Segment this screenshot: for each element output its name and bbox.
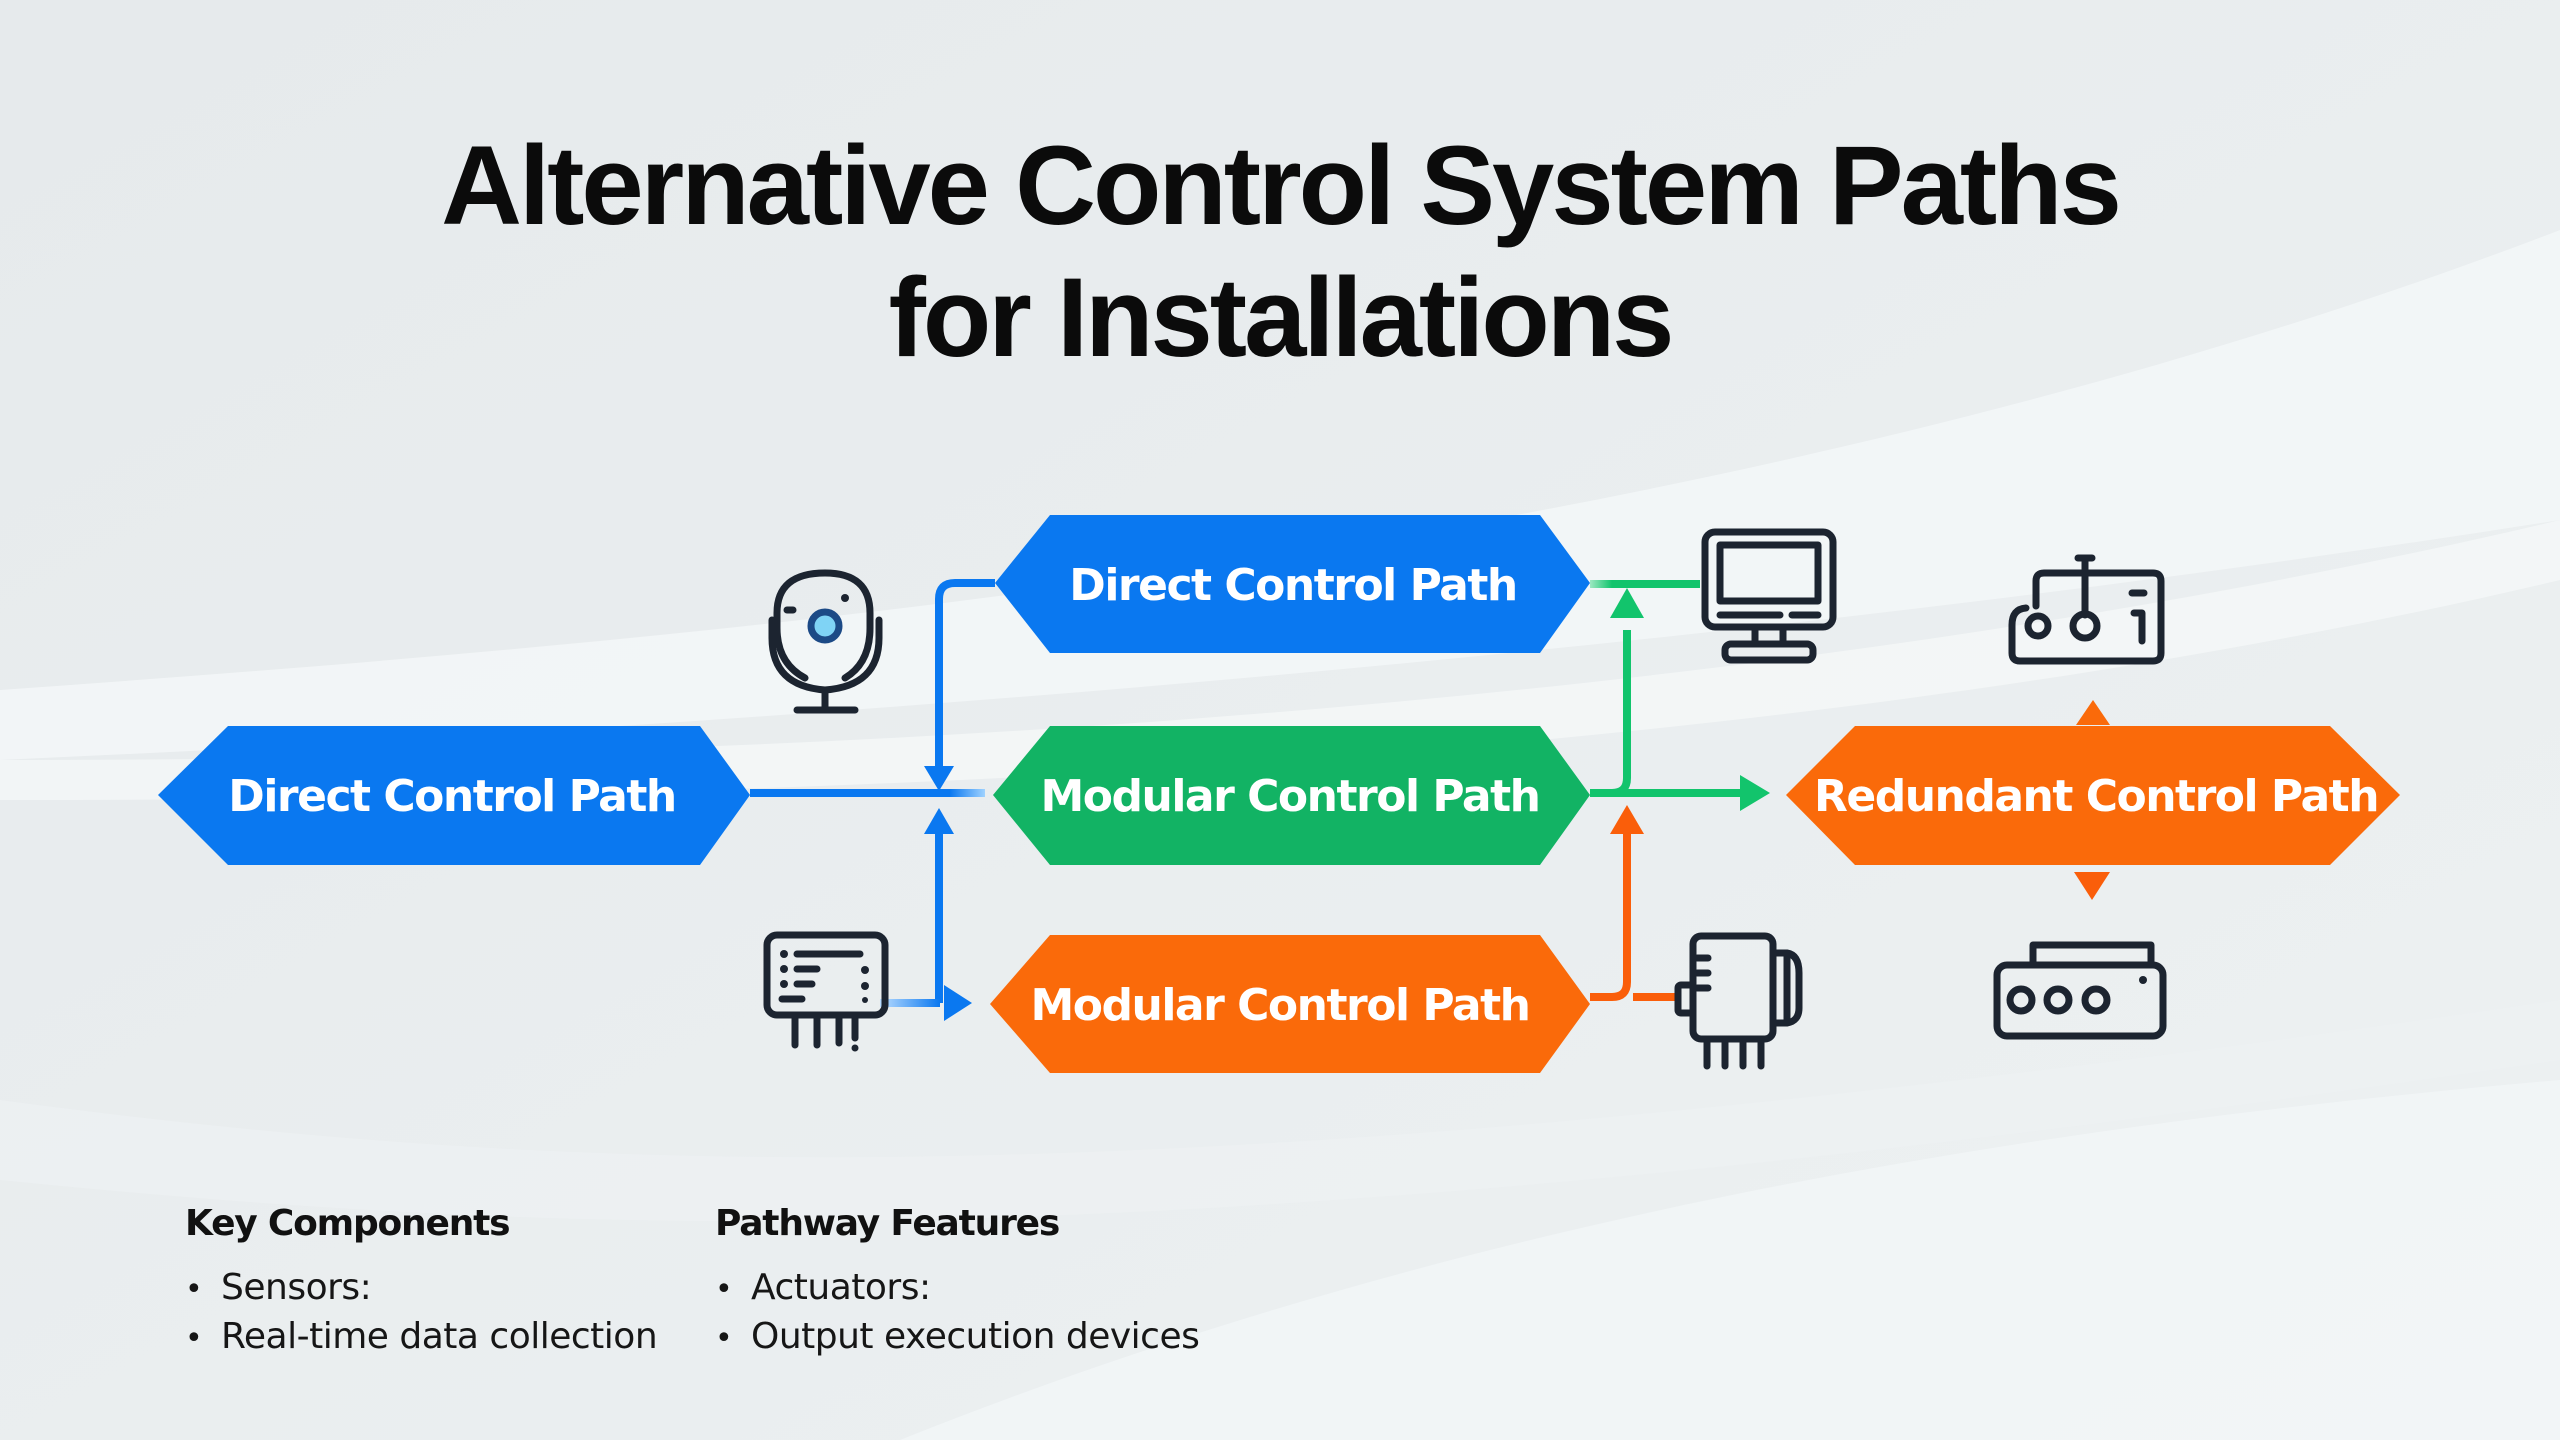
remote-control-icon — [2008, 554, 2165, 665]
legend-list: • Sensors: • Real-time data collection — [185, 1264, 658, 1362]
arrowhead-down — [2074, 872, 2110, 900]
motor-actuator-icon — [1674, 932, 1803, 1070]
connector-green — [1590, 580, 1770, 811]
legend-item: • Sensors: — [185, 1264, 657, 1313]
legend-item: • Output execution devices — [715, 1313, 1200, 1362]
arrowhead-down — [924, 766, 954, 791]
background-swoosh — [0, 1000, 2560, 1222]
connector-blue-top-branch — [924, 579, 995, 791]
legend-item: • Actuators: — [715, 1264, 1199, 1313]
node-label: Modular Control Path — [1031, 980, 1530, 1031]
background-swoosh — [900, 1080, 2560, 1440]
arrowhead-up — [2076, 700, 2110, 725]
node-label: Modular Control Path — [1041, 771, 1540, 822]
bullet: • — [185, 1272, 203, 1307]
node-label: Redundant Control Path — [1814, 771, 2378, 822]
hexagon-shape — [993, 726, 1590, 865]
control-module-icon — [763, 931, 889, 1052]
bullet: • — [715, 1272, 733, 1307]
hexagon-shape — [1786, 726, 2400, 865]
legend-item: • Real-time data collection — [185, 1313, 658, 1362]
node-middle-modular-control-path[interactable]: Modular Control Path — [993, 726, 1590, 865]
arrowhead-right — [944, 985, 972, 1021]
page-title: Alternative Control System Paths for Ins… — [0, 120, 2560, 384]
node-label: Direct Control Path — [1069, 560, 1516, 611]
bullet: • — [715, 1321, 733, 1356]
title-line-2: for Installations — [888, 255, 1675, 380]
microphone-sensor-icon — [768, 569, 883, 714]
connector-blue-bottom-branch — [880, 808, 972, 1021]
bullet: • — [185, 1321, 203, 1356]
monitor-icon — [1701, 528, 1837, 664]
connector-orange — [1590, 805, 1677, 1001]
arrowhead-right — [1740, 775, 1770, 811]
node-bottom-modular-control-path[interactable]: Modular Control Path — [990, 935, 1590, 1073]
legend-list: • Actuators: • Output execution devices — [715, 1264, 1200, 1362]
output-device-icon — [1993, 941, 2167, 1040]
hexagon-shape — [995, 515, 1590, 653]
title-line-1: Alternative Control System Paths — [441, 123, 2122, 248]
legend-key-components: Key Components • Sensors: • Real-time data… — [185, 1198, 658, 1362]
legend-heading: Pathway Features — [715, 1203, 1060, 1244]
legend-item-text: Real-time data collection — [221, 1316, 658, 1357]
connector-entry-to-middle — [750, 789, 985, 797]
hexagon-shape — [158, 726, 750, 865]
arrowhead-up — [1610, 805, 1644, 834]
node-output-redundant-control-path[interactable]: Redundant Control Path — [1786, 700, 2400, 900]
hexagon-shape — [990, 935, 1590, 1073]
arrowhead-up — [924, 808, 954, 834]
legend-item-text: Output execution devices — [751, 1316, 1200, 1357]
node-label: Direct Control Path — [228, 771, 675, 822]
legend-heading: Key Components — [185, 1203, 511, 1244]
legend-item-text: Sensors: — [221, 1267, 372, 1308]
legend-pathway-features: Pathway Features • Actuators: • Output exe… — [715, 1198, 1200, 1362]
node-entry-direct-control-path[interactable]: Direct Control Path — [158, 726, 750, 865]
arrowhead-up — [1610, 588, 1644, 618]
node-top-direct-control-path[interactable]: Direct Control Path — [995, 515, 1590, 653]
legend-item-text: Actuators: — [751, 1267, 931, 1308]
background-swoosh — [0, 230, 2560, 760]
